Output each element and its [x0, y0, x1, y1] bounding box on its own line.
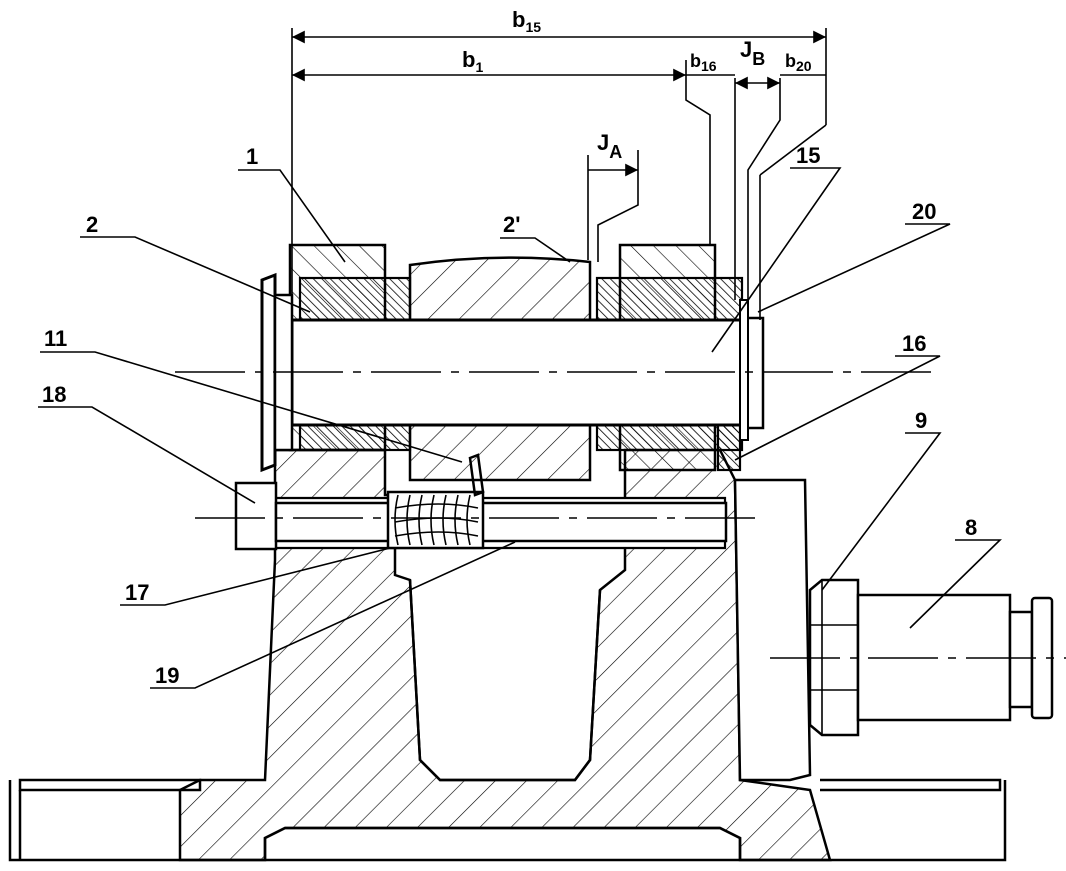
label-part-8: 8 — [965, 515, 977, 540]
label-part-11: 11 — [44, 326, 67, 351]
dimension-lines — [291, 28, 827, 320]
label-part-2-prime: 2' — [503, 212, 520, 237]
label-part-17: 17 — [125, 580, 149, 605]
pin-18 — [234, 481, 728, 551]
spring-17 — [386, 453, 485, 550]
dimension-labels: b15 b1 b16 JB b20 JA — [462, 7, 812, 162]
label-part-18: 18 — [42, 382, 66, 407]
label-part-20: 20 — [912, 199, 936, 224]
part-labels: 1 2 2' 15 20 11 16 18 9 8 17 19 — [42, 143, 977, 688]
dim-ja: JA — [597, 130, 622, 162]
center-lines — [175, 371, 1066, 659]
label-part-19: 19 — [155, 663, 179, 688]
leader-lines — [38, 167, 1002, 689]
dim-b1: b1 — [462, 47, 483, 75]
dim-b20: b20 — [785, 51, 812, 74]
label-part-1: 1 — [246, 144, 258, 169]
gear-2-prime — [408, 256, 592, 482]
dim-b16: b16 — [690, 51, 717, 74]
label-part-2: 2 — [86, 212, 98, 237]
label-part-9: 9 — [915, 408, 927, 433]
label-part-15: 15 — [796, 143, 820, 168]
label-part-16: 16 — [902, 331, 926, 356]
dim-jb: JB — [740, 37, 765, 69]
dim-b15: b15 — [512, 7, 541, 35]
